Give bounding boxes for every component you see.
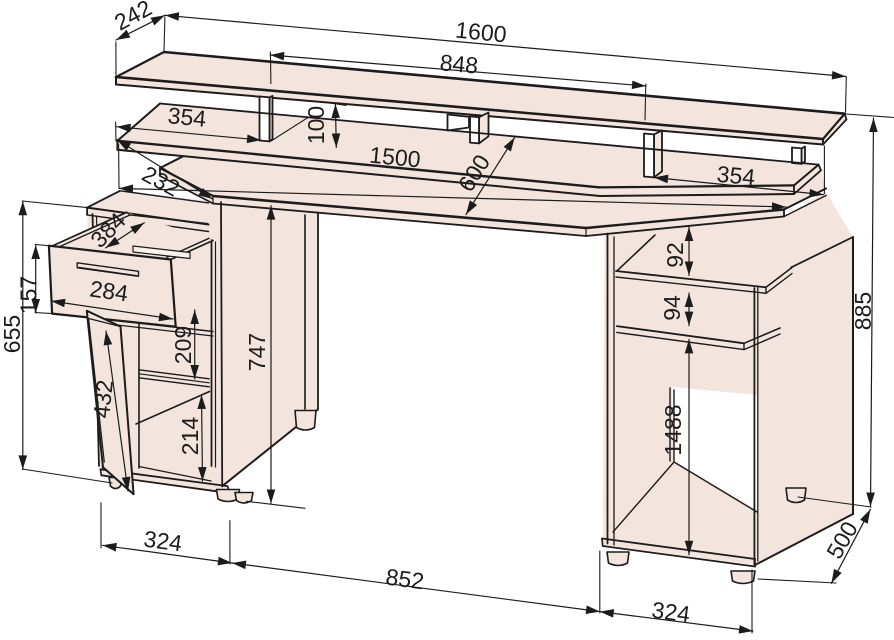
svg-text:655: 655 <box>0 315 25 353</box>
svg-text:432: 432 <box>88 379 118 420</box>
svg-text:1488: 1488 <box>660 404 686 455</box>
svg-text:354: 354 <box>167 102 208 132</box>
svg-text:747: 747 <box>244 333 270 371</box>
svg-text:209: 209 <box>170 326 196 364</box>
svg-text:852: 852 <box>384 564 425 595</box>
svg-text:157: 157 <box>16 276 42 314</box>
svg-text:324: 324 <box>142 526 184 557</box>
svg-text:324: 324 <box>650 597 692 628</box>
svg-text:214: 214 <box>177 417 203 456</box>
svg-text:848: 848 <box>439 49 479 78</box>
svg-text:94: 94 <box>659 295 685 321</box>
svg-text:354: 354 <box>716 161 757 191</box>
svg-text:92: 92 <box>662 242 688 268</box>
svg-text:1500: 1500 <box>368 142 421 173</box>
svg-text:284: 284 <box>88 275 130 306</box>
svg-text:1600: 1600 <box>454 17 507 48</box>
svg-text:885: 885 <box>850 292 876 330</box>
svg-text:100: 100 <box>303 106 329 144</box>
